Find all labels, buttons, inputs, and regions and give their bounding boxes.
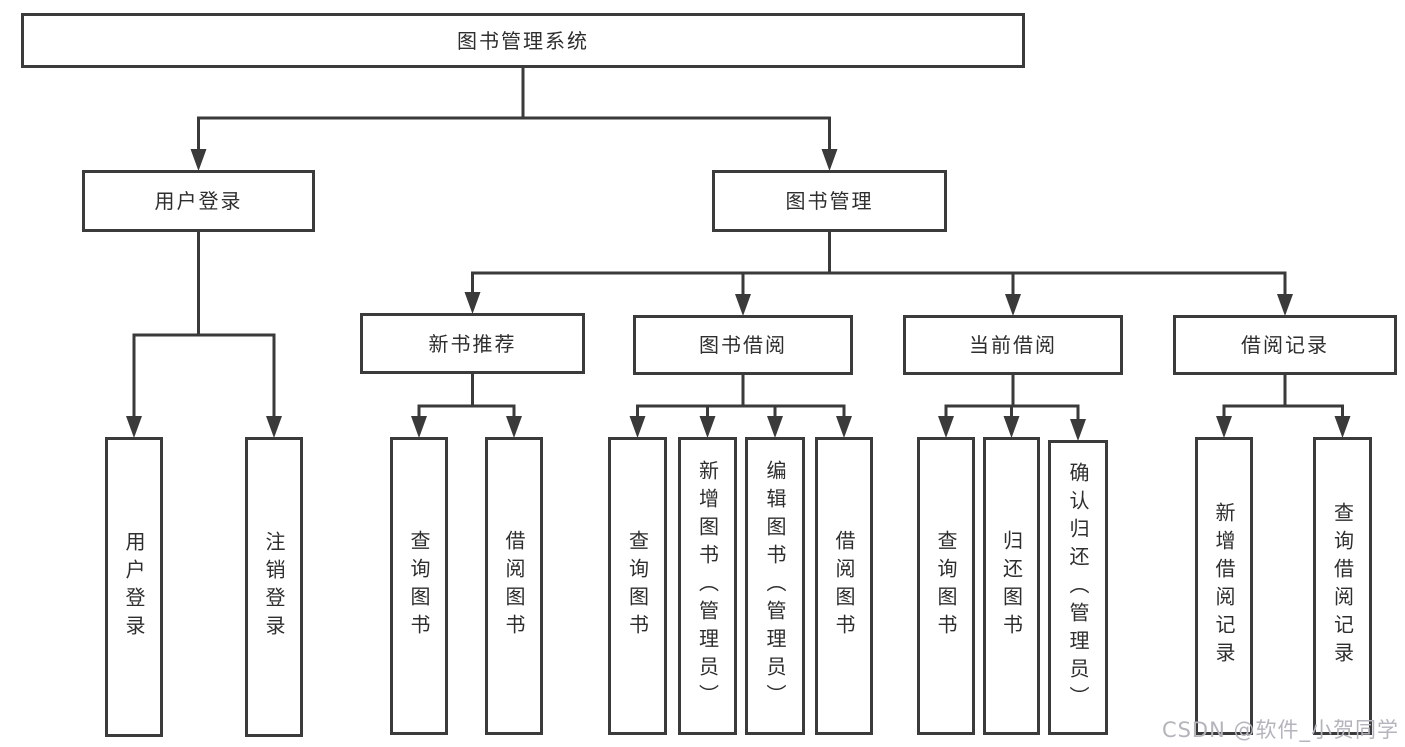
node-label: 查询图书 xyxy=(407,530,431,642)
node-label: 归还图书 xyxy=(999,530,1024,642)
node-leaf-nbr-query: 查询图书 xyxy=(390,437,448,735)
node-leaf-cb-query: 查询图书 xyxy=(917,437,975,735)
node-leaf-bb-query: 查询图书 xyxy=(608,437,667,735)
node-label: 借阅记录 xyxy=(1241,333,1329,357)
node-leaf-logout: 注销登录 xyxy=(245,437,303,737)
node-label: 用户登录 xyxy=(122,531,146,643)
node-leaf-user-login: 用户登录 xyxy=(105,437,163,737)
node-label: 查询图书 xyxy=(934,530,958,642)
node-label: 图书管理系统 xyxy=(457,28,589,53)
node-label: 新增图书（管理员） xyxy=(695,460,720,712)
node-leaf-cb-confirm: 确认归还（管理员） xyxy=(1048,440,1108,735)
node-label: 借阅图书 xyxy=(832,530,856,642)
node-new-book-rec: 新书推荐 xyxy=(360,313,585,374)
node-user-login: 用户登录 xyxy=(82,170,315,232)
node-label: 新书推荐 xyxy=(428,331,517,356)
node-label: 图书管理 xyxy=(785,189,874,213)
node-label: 图书借阅 xyxy=(699,333,787,357)
node-leaf-bb-edit: 编辑图书（管理员） xyxy=(745,437,805,735)
node-borrow-record: 借阅记录 xyxy=(1173,315,1397,375)
node-label: 用户登录 xyxy=(154,189,243,213)
node-label: 查询借阅记录 xyxy=(1330,502,1355,670)
node-label: 查询图书 xyxy=(625,530,650,642)
node-label: 借阅图书 xyxy=(502,530,526,642)
node-current-borrow: 当前借阅 xyxy=(903,315,1123,375)
node-leaf-br-query: 查询借阅记录 xyxy=(1313,437,1372,735)
node-book-mgmt: 图书管理 xyxy=(712,170,947,232)
node-book-borrow: 图书借阅 xyxy=(633,315,853,375)
node-leaf-nbr-borrow: 借阅图书 xyxy=(485,437,543,735)
node-leaf-bb-add: 新增图书（管理员） xyxy=(678,437,737,735)
node-leaf-br-add: 新增借阅记录 xyxy=(1195,437,1253,735)
node-label: 编辑图书（管理员） xyxy=(763,460,787,712)
node-label: 注销登录 xyxy=(262,531,286,643)
node-root: 图书管理系统 xyxy=(21,13,1025,68)
node-leaf-cb-return: 归还图书 xyxy=(983,437,1040,735)
node-leaf-bb-borrow: 借阅图书 xyxy=(815,437,873,735)
node-label: 确认归还（管理员） xyxy=(1066,461,1090,714)
node-label: 新增借阅记录 xyxy=(1212,502,1236,670)
node-label: 当前借阅 xyxy=(969,333,1057,357)
